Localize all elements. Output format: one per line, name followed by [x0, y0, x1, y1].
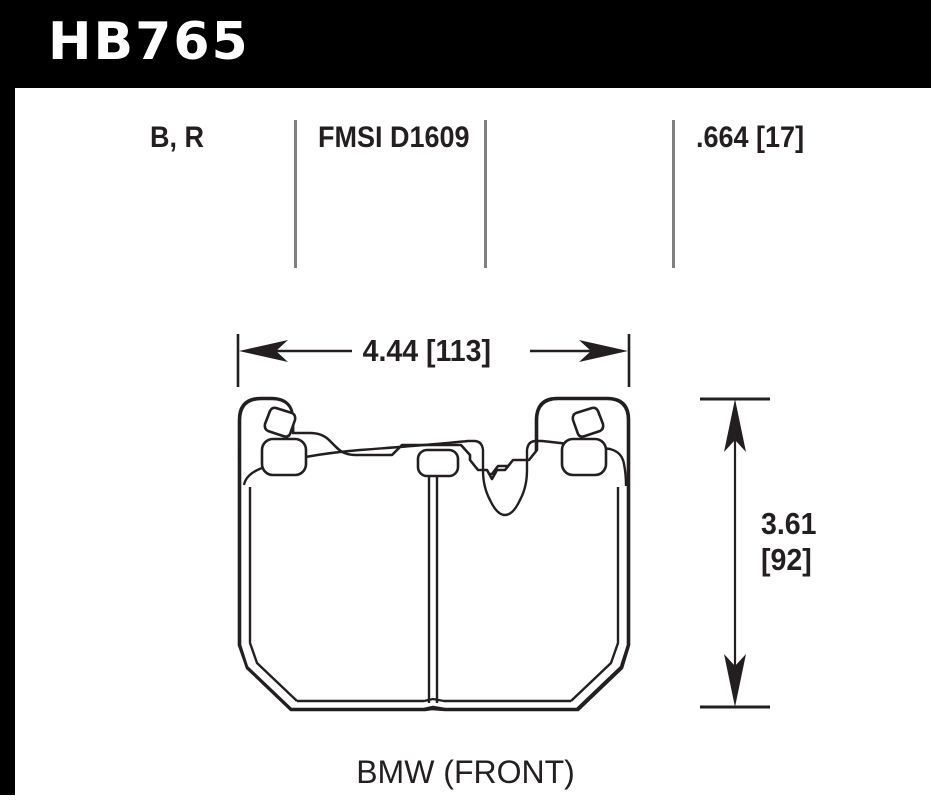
friction-edge-offset: [248, 487, 620, 703]
left-rounded-hole: [260, 437, 308, 477]
height-dimension-mm: [92]: [761, 542, 812, 577]
compound-codes: B, R: [150, 121, 204, 154]
spec-divider-1: [294, 120, 297, 268]
height-dimension-inch: 3.61: [761, 506, 817, 541]
pad-holes: [260, 406, 608, 478]
center-v-notch: [481, 466, 529, 517]
height-dimension-label: 3.61 [92]: [761, 506, 817, 578]
spec-row: B, R FMSI D1609 .664 [17]: [15, 118, 931, 270]
width-dimension-label: 4.44 [113]: [357, 333, 496, 369]
right-rounded-hole: [560, 437, 608, 477]
height-dimension-group: [700, 397, 770, 709]
center-rounded-hole: [416, 448, 460, 478]
right-diamond-hole: [571, 406, 605, 438]
thickness-spec: .664 [17]: [696, 121, 805, 154]
header-bar: [0, 0, 931, 88]
friction-right-side-line: [570, 487, 620, 702]
left-border-strip: [0, 0, 15, 795]
friction-left-side-line: [248, 487, 298, 702]
spec-divider-3: [672, 120, 675, 268]
width-dimension-group: [236, 334, 631, 387]
friction-top-left-edge: [242, 439, 485, 486]
spec-divider-2: [484, 120, 487, 268]
fmsi-number: FMSI D1609: [318, 121, 470, 154]
friction-bottom-line: [297, 697, 571, 703]
left-diamond-hole: [263, 406, 297, 438]
vehicle-application-label: BMW (FRONT): [356, 754, 575, 790]
brake-pad-outline-group: [238, 397, 630, 711]
backing-plate-silhouette: [238, 397, 630, 711]
page-title: HB765: [48, 12, 250, 72]
center-slot: [427, 466, 439, 703]
